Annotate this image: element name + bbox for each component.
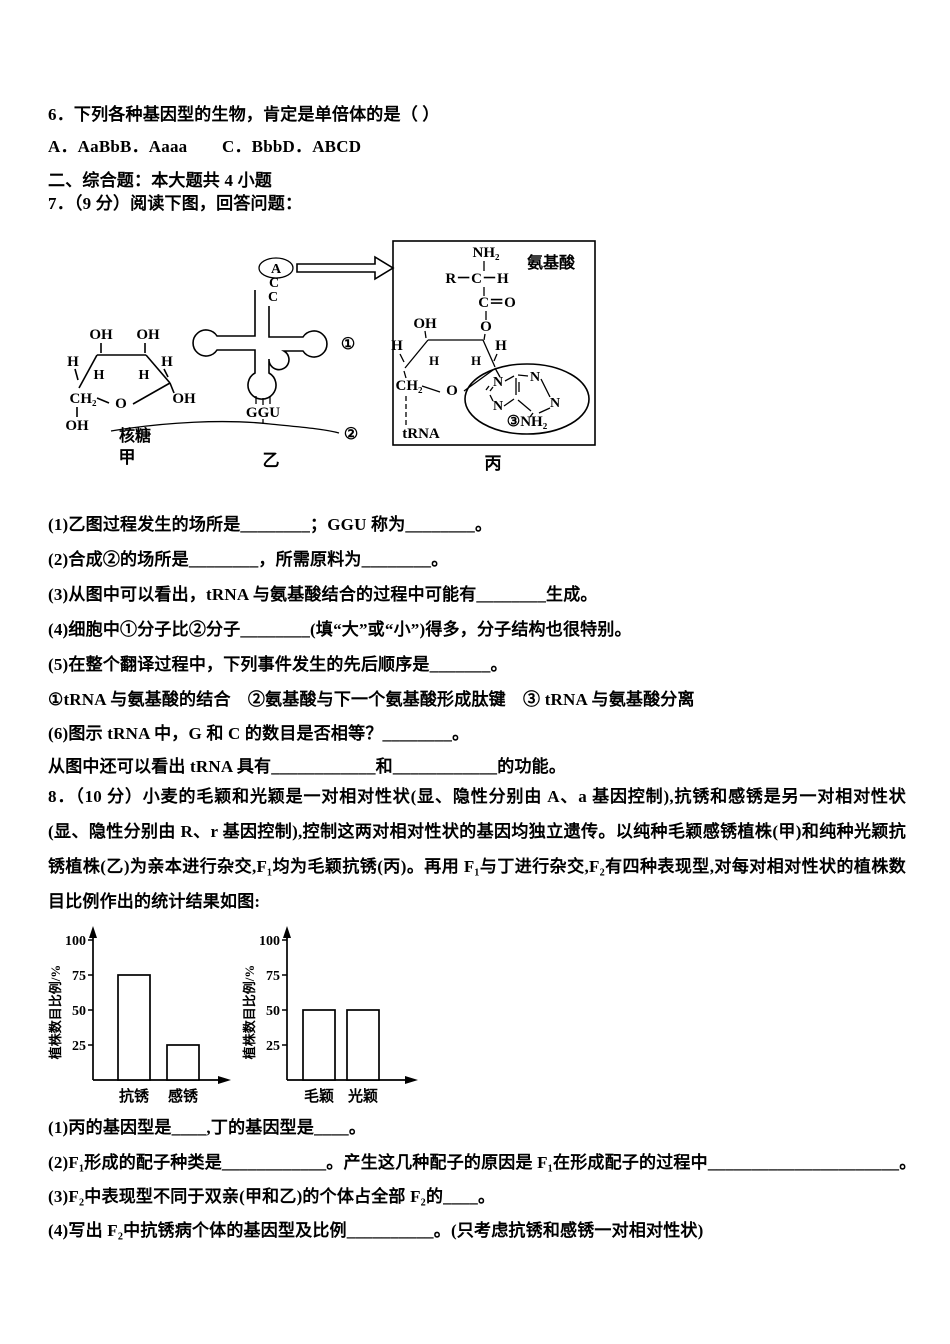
q8-sub-1: (1)丙的基因型是____,丁的基因型是____。 bbox=[48, 1118, 367, 1137]
adenine-bonds bbox=[485, 374, 551, 418]
q7-sub-2: (2)合成②的场所是________，所需原料为________。 bbox=[48, 550, 449, 569]
question-7-stem: 7．（9 分）阅读下图，回答问题： bbox=[48, 194, 303, 213]
q7-sub-1: (1)乙图过程发生的场所是________；GGU 称为________。 bbox=[48, 515, 493, 534]
x-category-label: 光颖 bbox=[347, 1087, 378, 1105]
label-jia: 甲 bbox=[119, 448, 136, 467]
ribose-bonds bbox=[74, 343, 175, 417]
label-nh2: NH₂ bbox=[473, 245, 501, 261]
q8-sub-2: (2)F₁形成的配子种类是____________。产生这几种配子的原因是 F₁… bbox=[48, 1153, 917, 1172]
label-ring-o: O bbox=[446, 383, 458, 399]
label-oh: OH bbox=[413, 316, 437, 332]
acceptor-end-circle bbox=[258, 257, 294, 279]
label-h: H bbox=[471, 353, 481, 368]
bar-感锈 bbox=[166, 1044, 200, 1081]
label-h: H bbox=[139, 368, 150, 383]
y-axis-title: 植株数目比例/% bbox=[242, 965, 257, 1061]
question-6-options-left: A．AaBbB．Aaaa bbox=[48, 137, 188, 156]
label-o: O bbox=[115, 396, 127, 412]
q8-sub-4: (4)写出 F₂中抗锈病个体的基因型及比例__________。(只考虑抗锈和感… bbox=[48, 1221, 704, 1240]
label-h: H bbox=[161, 354, 173, 370]
label-n: N bbox=[550, 396, 560, 411]
label-oh: OH bbox=[65, 418, 89, 434]
adenine-circle bbox=[464, 363, 590, 435]
y-tick-label: 75 bbox=[72, 969, 86, 984]
label-ch2: CH₂ bbox=[70, 391, 98, 407]
label-n: N bbox=[493, 399, 503, 414]
mark-2-icon: ② bbox=[344, 426, 358, 443]
y-tick-label: 25 bbox=[266, 1039, 280, 1054]
y-tick-label: 25 bbox=[72, 1039, 86, 1054]
bing-bonds bbox=[399, 261, 501, 393]
question-6-options-right: C．BbbD．ABCD bbox=[222, 137, 362, 156]
label-3-nh2: ③NH₂ bbox=[507, 414, 548, 430]
x-category-label: 感锈 bbox=[168, 1087, 198, 1105]
y-tick-label: 50 bbox=[72, 1004, 86, 1019]
y-axis-arrow-icon bbox=[89, 926, 97, 938]
label-trna: tRNA bbox=[402, 426, 440, 442]
label-h: H bbox=[94, 368, 105, 383]
y-tick-label: 75 bbox=[266, 969, 280, 984]
label-bing: 丙 bbox=[485, 454, 502, 473]
q8-bar-charts: 25 50 75 100 植株数目比例/% 抗锈 感锈 25 50 75 100 植株数目比例/% 毛颖… bbox=[48, 926, 418, 1105]
label-yi: 乙 bbox=[263, 451, 280, 470]
label-o: O bbox=[480, 319, 492, 335]
x-axis-arrow-icon bbox=[218, 1076, 231, 1084]
q8-sub-3: (3)F₂中表现型不同于双亲(甲和乙)的个体占全部 F₂的____。 bbox=[48, 1187, 496, 1206]
big-arrow-icon bbox=[296, 255, 395, 281]
label-n: N bbox=[493, 375, 503, 390]
label-anticodon-ggu: GGU bbox=[246, 405, 280, 421]
label-n: N bbox=[530, 370, 540, 385]
bar-chart-1: 25 50 75 100 植株数目比例/% 抗锈 感锈 bbox=[48, 926, 231, 1105]
q7-sub-6: (6)图示 tRNA 中，G 和 C 的数目是否相等？________。 bbox=[48, 724, 470, 743]
label-h: H bbox=[429, 353, 439, 368]
bar-抗锈 bbox=[117, 974, 151, 1081]
y-tick-label: 50 bbox=[266, 1004, 280, 1019]
y-axis-arrow-icon bbox=[283, 926, 291, 938]
ribose-structure-jia: OH OH H H H H CH₂ O OH OH 核糖 甲 bbox=[65, 327, 196, 467]
label-h: H bbox=[495, 338, 507, 354]
q7-sub-5-events: ①tRNA 与氨基酸的结合 ②氨基酸与下一个氨基酸形成肽键 ③ tRNA 与氨基… bbox=[48, 690, 695, 709]
q7-sub-3: (3)从图中可以看出，tRNA 与氨基酸结合的过程中可能有________生成。 bbox=[48, 585, 598, 604]
question-6-stem: 6．下列各种基因型的生物，肯定是单倍体的是（ ） bbox=[48, 105, 440, 124]
bar-光颖 bbox=[346, 1009, 380, 1081]
label-h: H bbox=[67, 354, 79, 370]
trna-cloverleaf-outline bbox=[192, 290, 328, 400]
bar-chart-2: 25 50 75 100 植株数目比例/% 毛颖光颖 bbox=[242, 926, 418, 1105]
label-c: C bbox=[269, 276, 279, 291]
bar-毛颖 bbox=[302, 1009, 336, 1081]
q7-sub-4: (4)细胞中①分子比②分子________(填“大”或“小”)得多，分子结构也很… bbox=[48, 620, 632, 639]
label-rch: R－C－H bbox=[445, 271, 509, 287]
label-co: C＝O bbox=[478, 295, 516, 311]
y-tick-label: 100 bbox=[65, 934, 86, 949]
q7-diagram: OH OH H H H H CH₂ O OH OH 核糖 甲 A C C GGU… bbox=[65, 240, 596, 473]
label-oh: OH bbox=[89, 327, 113, 343]
bing-box bbox=[392, 240, 596, 446]
aminoacyl-structure-bing: 氨基酸 NH₂ R－C－H C＝O O OH H H H H CH₂ O tRN… bbox=[391, 240, 596, 473]
section-2-header: 二、综合题：本大题共 4 小题 bbox=[48, 171, 272, 190]
label-ribose: 核糖 bbox=[119, 426, 151, 445]
q7-sub-6-continued: 从图中还可以看出 tRNA 具有____________和___________… bbox=[48, 757, 567, 776]
label-amino-acid: 氨基酸 bbox=[527, 253, 576, 272]
label-a: A bbox=[271, 262, 282, 277]
x-category-label: 毛颖 bbox=[304, 1087, 334, 1105]
y-tick-label: 100 bbox=[259, 934, 280, 949]
mrna-curve bbox=[110, 420, 340, 434]
label-ch2: CH₂ bbox=[396, 378, 424, 394]
q7-sub-5: (5)在整个翻译过程中，下列事件发生的先后顺序是_______。 bbox=[48, 655, 508, 674]
y-axis-title: 植株数目比例/% bbox=[48, 965, 63, 1061]
question-8-stem: 8．（10 分）小麦的毛颖和光颖是一对相对性状(显、隐性分别由 A、a 基因控制… bbox=[48, 787, 906, 911]
mark-1-icon: ① bbox=[341, 336, 355, 353]
label-c: C bbox=[268, 290, 278, 305]
label-oh: OH bbox=[136, 327, 160, 343]
x-category-label: 抗锈 bbox=[119, 1087, 149, 1105]
trna-structure-yi: A C C GGU ② ① 乙 bbox=[110, 255, 395, 470]
label-h: H bbox=[391, 338, 403, 354]
label-oh: OH bbox=[172, 391, 196, 407]
x-axis-arrow-icon bbox=[405, 1076, 418, 1084]
